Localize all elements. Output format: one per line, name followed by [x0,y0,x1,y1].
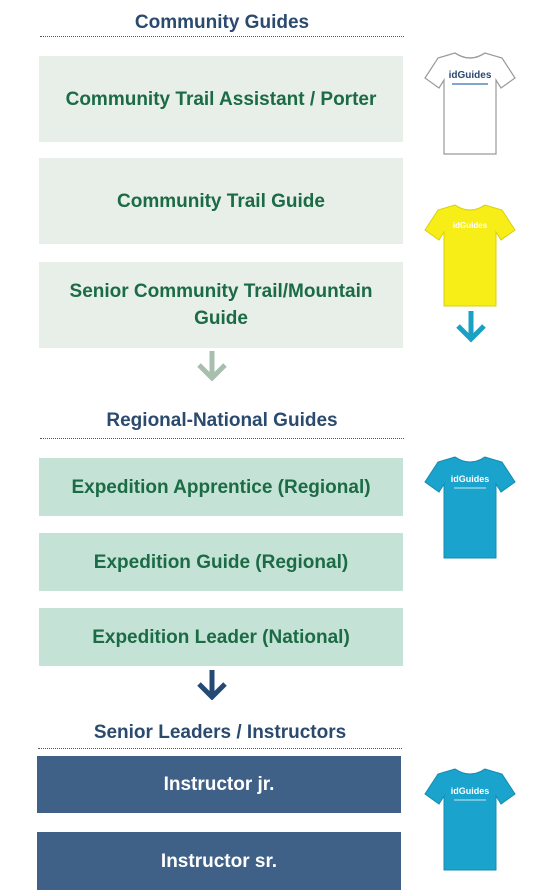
level-box-senior-community-guide: Senior Community Trail/Mountain Guide [39,262,403,348]
teal-tshirt-icon: idGuides [424,768,516,871]
white-tshirt-icon: idGuides [424,52,516,155]
regional-divider [40,438,404,439]
shirt-logo-text: idGuides [451,474,490,484]
regional-section-title: Regional-National Guides [106,410,338,431]
shirt-logo-text: idGuides [451,786,490,796]
level-box-expedition-apprentice: Expedition Apprentice (Regional) [39,458,403,516]
down-arrow-icon [197,351,227,381]
community-section-title: Community Guides [134,12,310,33]
senior-section-title: Senior Leaders / Instructors [93,722,347,743]
level-box-expedition-guide: Expedition Guide (Regional) [39,533,403,591]
level-box-community-trail-assistant: Community Trail Assistant / Porter [39,56,403,142]
teal-tshirt-icon: idGuides [424,456,516,559]
senior-divider [38,748,402,749]
shirt-logo-text: idGuides [453,221,488,230]
down-arrow-icon [456,311,486,343]
level-box-expedition-leader: Expedition Leader (National) [39,608,403,666]
yellow-tshirt-icon: idGuides [424,204,516,307]
down-arrow-icon [197,670,227,700]
level-box-instructor-jr: Instructor jr. [37,756,401,813]
level-box-community-trail-guide: Community Trail Guide [39,158,403,244]
shirt-logo-text: idGuides [449,70,492,81]
community-divider [40,36,404,37]
level-box-instructor-sr: Instructor sr. [37,832,401,890]
